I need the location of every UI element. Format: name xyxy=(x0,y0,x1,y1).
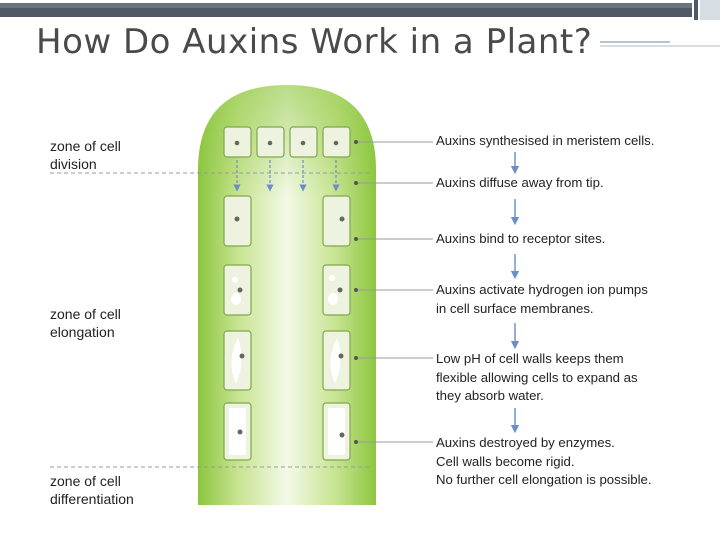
step-line: in cell surface membranes. xyxy=(436,300,594,316)
step-line: flexible allowing cells to expand as xyxy=(436,369,638,385)
zone-label-line: differentiation xyxy=(50,491,134,507)
zone-label-line: zone of cell xyxy=(50,138,121,154)
step-line: Auxins activate hydrogen ion pumps xyxy=(436,282,648,297)
zone-dividers xyxy=(50,172,372,468)
step-synthesised: Auxins synthesised in meristem cells. xyxy=(436,132,654,151)
title-underline xyxy=(600,41,720,47)
stem-tip-shade xyxy=(198,85,376,200)
left-cell-column xyxy=(223,195,252,461)
header-bar-corner xyxy=(700,0,720,20)
leader-lines xyxy=(354,140,433,444)
zone-label-elongation: zone of cell elongation xyxy=(50,305,121,341)
cell xyxy=(322,195,351,247)
zone-label-line: elongation xyxy=(50,324,115,340)
zone-label-line: zone of cell xyxy=(50,306,121,322)
step-bind: Auxins bind to receptor sites. xyxy=(436,230,605,249)
header-bar-stripe xyxy=(694,0,698,20)
zone-label-line: division xyxy=(50,156,97,172)
zone-label-differentiation: zone of cell differentiation xyxy=(50,472,134,508)
step-line: Auxins destroyed by enzymes. xyxy=(436,435,615,450)
slide-header-bar xyxy=(0,0,720,20)
step-line: No further cell elongation is possible. xyxy=(436,472,652,487)
step-line: Low pH of cell walls keeps them xyxy=(436,351,624,366)
step-line: Auxins diffuse away from tip. xyxy=(436,175,604,190)
step-destroyed: Auxins destroyed by enzymes. Cell walls … xyxy=(436,434,652,490)
zone-label-division: zone of cell division xyxy=(50,137,121,173)
step-line: they absorb water. xyxy=(436,388,544,403)
step-activate: Auxins activate hydrogen ion pumps in ce… xyxy=(436,281,648,318)
zone-label-line: zone of cell xyxy=(50,473,121,489)
cell xyxy=(322,264,351,316)
right-cell-column xyxy=(322,195,351,461)
step-diffuse: Auxins diffuse away from tip. xyxy=(436,174,604,193)
step-line: Cell walls become rigid. xyxy=(436,453,575,469)
meristem-cells xyxy=(223,126,351,158)
step-line: Auxins synthesised in meristem cells. xyxy=(436,133,655,148)
slide-title: How Do Auxins Work in a Plant? xyxy=(36,22,593,62)
step-line: Auxins bind to receptor sites. xyxy=(436,231,606,246)
step-ph: Low pH of cell walls keeps them flexible… xyxy=(436,350,638,406)
